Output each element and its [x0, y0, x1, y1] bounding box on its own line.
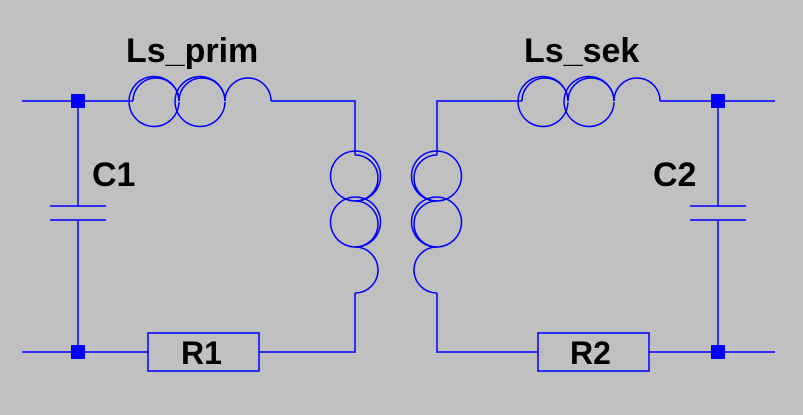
secondary-circuit: [410, 75, 775, 372]
node-primary-bottom: [71, 345, 85, 359]
transformer-primary-coil: [329, 150, 382, 294]
ls-sek-inductor: [517, 75, 661, 128]
r1-label: R1: [181, 335, 222, 371]
r2-label: R2: [570, 335, 611, 371]
primary-right-top-wire: [271, 100, 356, 155]
node-primary-top: [71, 94, 85, 108]
primary-circuit: [22, 75, 382, 372]
ls-sek-label: Ls_sek: [524, 32, 639, 70]
ls-prim-label: Ls_prim: [126, 32, 258, 70]
ls-prim-inductor: [128, 75, 272, 128]
node-secondary-top: [711, 94, 725, 108]
primary-right-bottom-wire: [259, 293, 356, 353]
secondary-left-top-wire: [436, 100, 522, 155]
c1-label: C1: [92, 156, 135, 194]
c2-label: C2: [653, 156, 696, 194]
secondary-left-bottom-wire: [436, 293, 538, 353]
transformer-secondary-coil: [410, 150, 463, 294]
node-secondary-bottom: [711, 345, 725, 359]
